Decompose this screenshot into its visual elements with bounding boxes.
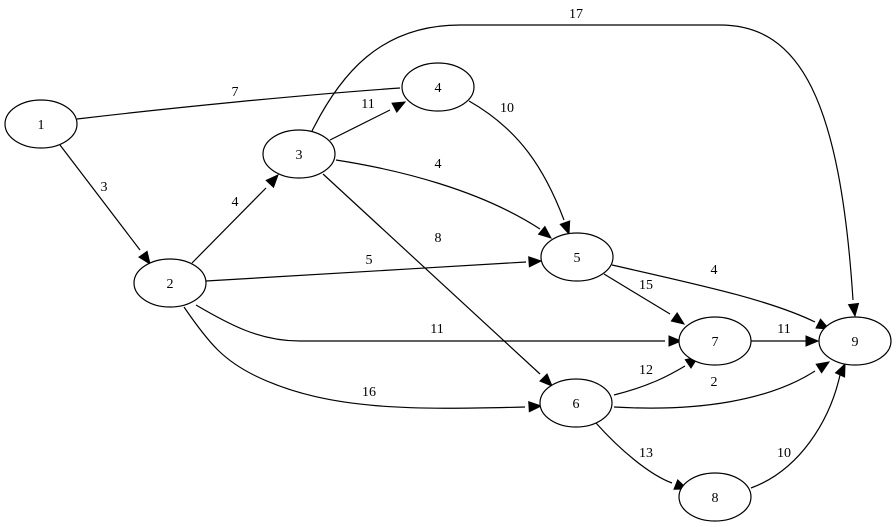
edge-line: [183, 306, 526, 409]
node-label: 7: [712, 335, 719, 350]
node-ellipse: [818, 316, 892, 366]
edge-weight-label: 16: [362, 385, 376, 400]
edge-line: [750, 374, 841, 489]
edge-line: [76, 87, 401, 120]
edge-3-to-5: 4: [335, 157, 553, 239]
edge-3-to-6: 8: [322, 173, 553, 387]
arrowhead-icon: [805, 335, 820, 347]
node-9: 9: [818, 316, 892, 366]
edge-6-to-9: 2: [613, 361, 831, 409]
edge-weight-label: 10: [500, 101, 514, 116]
edge-weight-label: 15: [639, 278, 653, 293]
edge-8-to-9: 10: [750, 362, 846, 489]
edges-layer: 7 3 4 5 11 16 11 17 4 8 10 4 15 12 2 13 11 10: [59, 7, 860, 490]
edge-line: [329, 109, 391, 141]
arrowhead-icon: [815, 361, 831, 374]
arrowhead-icon: [265, 174, 279, 189]
edge-weight-label: 17: [569, 7, 583, 22]
edge-2-to-7: 11: [195, 304, 683, 347]
node-5: 5: [540, 232, 614, 282]
edge-weight-label: 4: [711, 263, 718, 278]
arrowhead-icon: [391, 101, 407, 113]
node-3: 3: [262, 129, 336, 179]
arrowhead-icon: [834, 362, 846, 378]
arrowhead-icon: [528, 256, 543, 268]
node-label: 4: [435, 81, 442, 96]
node-label: 1: [38, 118, 45, 133]
edge-line: [603, 273, 671, 315]
edge-line: [311, 24, 854, 301]
edge-7-to-9: 11: [751, 322, 820, 347]
edge-6-to-8: 13: [595, 422, 689, 490]
edge-line: [191, 187, 267, 264]
edge-line: [205, 261, 527, 282]
arrowhead-icon: [539, 373, 553, 387]
node-6: 6: [539, 378, 613, 428]
edge-weight-label: 8: [435, 231, 442, 246]
edge-weight-label: 2: [711, 375, 718, 390]
edge-weight-label: 11: [361, 97, 374, 112]
arrowhead-icon: [670, 312, 686, 325]
edge-weight-label: 3: [101, 180, 108, 195]
node-ellipse: [401, 62, 475, 112]
edge-weight-label: 13: [639, 446, 653, 461]
edge-line: [613, 365, 686, 396]
node-label: 6: [573, 397, 580, 412]
edge-4-to-5: 10: [468, 100, 571, 236]
edge-3-to-9: 17: [311, 7, 860, 318]
arrowhead-icon: [537, 225, 553, 239]
node-ellipse: [262, 129, 336, 179]
edge-line: [611, 264, 816, 323]
node-4: 4: [401, 62, 475, 112]
edge-3-to-4: 11: [329, 97, 407, 141]
node-ellipse: [540, 232, 614, 282]
node-label: 8: [712, 491, 719, 506]
arrowhead-icon: [668, 335, 683, 347]
edge-weight-label: 10: [777, 446, 791, 461]
arrowhead-icon: [847, 302, 860, 318]
arrowhead-icon: [138, 250, 151, 266]
node-ellipse: [678, 472, 752, 522]
node-ellipse: [4, 99, 78, 149]
edge-weight-label: 4: [232, 195, 239, 210]
edge-2-to-5: 5: [205, 253, 543, 282]
node-label: 5: [574, 251, 581, 266]
edge-2-to-3: 4: [191, 174, 279, 264]
node-8: 8: [678, 472, 752, 522]
edge-weight-label: 7: [232, 85, 239, 100]
edge-line: [595, 422, 673, 484]
node-1: 1: [4, 99, 78, 149]
edge-1-to-2: 3: [59, 144, 151, 266]
node-label: 2: [167, 277, 174, 292]
edge-2-to-6: 16: [183, 306, 543, 413]
arrowhead-icon: [559, 220, 571, 236]
node-ellipse: [133, 258, 207, 308]
edge-line: [613, 370, 816, 409]
edge-line: [335, 159, 541, 230]
edge-line: [468, 100, 565, 221]
node-ellipse: [539, 378, 613, 428]
edge-weight-label: 11: [777, 322, 790, 337]
node-ellipse: [678, 316, 752, 366]
arrowhead-icon: [528, 401, 543, 413]
edge-5-to-7: 15: [603, 273, 686, 325]
edge-line: [322, 173, 541, 375]
node-label: 9: [852, 335, 859, 350]
node-label: 3: [296, 148, 303, 163]
edge-weight-label: 11: [430, 322, 443, 337]
edge-line: [195, 304, 665, 342]
edge-weight-label: 5: [366, 253, 373, 268]
edge-line: [59, 144, 141, 251]
edge-weight-label: 12: [639, 363, 653, 378]
edge-weight-label: 4: [435, 157, 442, 172]
node-2: 2: [133, 258, 207, 308]
edge-6-to-7: 12: [613, 356, 700, 396]
node-7: 7: [678, 316, 752, 366]
